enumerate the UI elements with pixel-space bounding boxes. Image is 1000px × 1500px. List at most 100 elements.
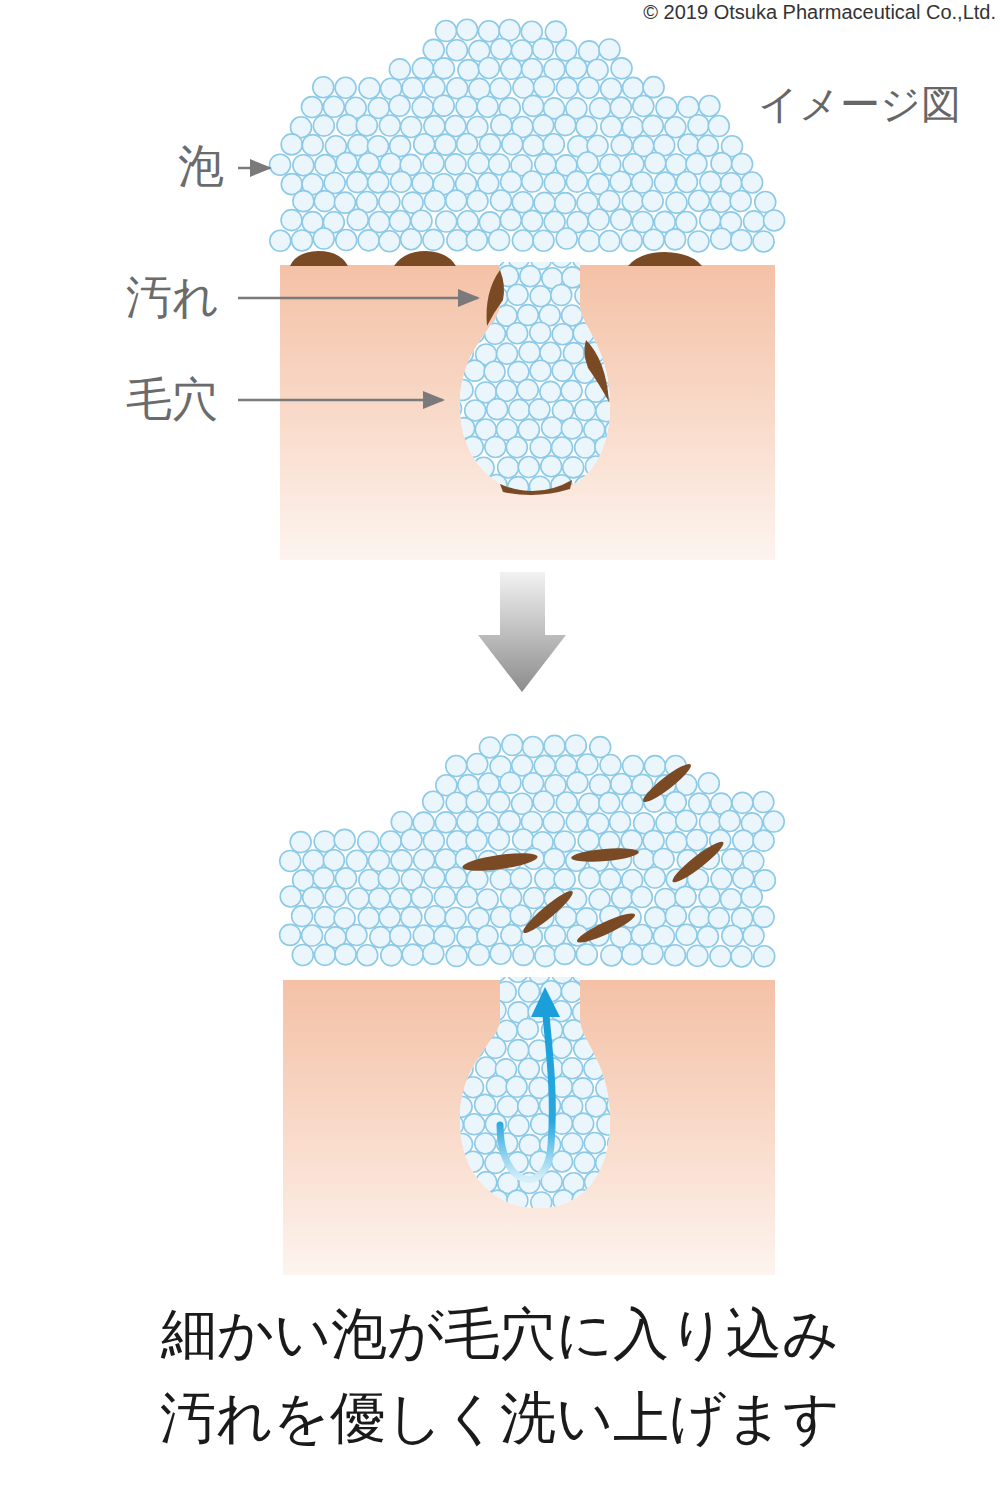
foam-bubble bbox=[554, 943, 575, 964]
foam-bubble bbox=[688, 115, 709, 136]
foam-bubble bbox=[293, 155, 314, 176]
foam-bubble bbox=[280, 886, 301, 907]
foam-bubble bbox=[452, 1172, 473, 1193]
foam-bubble bbox=[534, 192, 555, 213]
foam-bubble bbox=[497, 343, 518, 364]
foam-bubble bbox=[379, 231, 400, 252]
foam-bubble bbox=[675, 886, 696, 907]
foam-bubble bbox=[711, 228, 732, 249]
foam-bubble bbox=[475, 494, 496, 515]
foam-bubble bbox=[574, 1038, 595, 1059]
foam-bubble bbox=[643, 229, 664, 250]
foam-bubble bbox=[522, 210, 543, 231]
foam-bubble bbox=[477, 889, 498, 910]
caption: 細かい泡が毛穴に入り込み 汚れを優しく洗い上げます bbox=[147, 1292, 853, 1460]
foam-bubble bbox=[665, 229, 686, 250]
foam-bubble bbox=[496, 495, 517, 516]
foam-bubble bbox=[485, 436, 506, 457]
flow-arrowhead bbox=[531, 987, 560, 1017]
foam-bubble bbox=[631, 925, 652, 946]
foam-bubble bbox=[733, 868, 754, 889]
foam-bubble bbox=[623, 756, 644, 777]
foam-bubble bbox=[611, 135, 632, 156]
foam-bubble bbox=[575, 437, 596, 458]
foam-bubble bbox=[596, 476, 617, 497]
dirt-flake bbox=[571, 846, 640, 864]
foam-bubble bbox=[443, 476, 464, 497]
foam-bubble bbox=[462, 436, 483, 457]
foam-bubble bbox=[656, 812, 677, 833]
foam-bubble bbox=[379, 907, 400, 928]
foam-bubble bbox=[441, 1000, 462, 1021]
foam-bubble bbox=[446, 40, 467, 61]
foam-bubble bbox=[753, 792, 774, 813]
foam-bubble bbox=[517, 379, 538, 400]
foam-bubble bbox=[346, 925, 367, 946]
foam-bubble bbox=[551, 1037, 572, 1058]
foam-bubble bbox=[585, 266, 606, 287]
foam-bubble bbox=[389, 59, 410, 80]
foam-bubble bbox=[586, 304, 607, 325]
foam-bubble bbox=[608, 1132, 629, 1153]
foam-bubble bbox=[733, 830, 754, 851]
foam-bubble bbox=[280, 850, 301, 871]
foam-bubble bbox=[454, 458, 475, 479]
foam-bubble bbox=[484, 323, 505, 344]
foam-bubble bbox=[753, 906, 774, 927]
foam-bubble bbox=[463, 1037, 484, 1058]
foam-bubble bbox=[584, 1132, 605, 1153]
foam-bubble bbox=[676, 810, 697, 831]
foam-bubble bbox=[412, 173, 433, 194]
foam-bubble bbox=[435, 134, 456, 155]
foam-bubble bbox=[401, 907, 422, 928]
foam-bubble bbox=[490, 78, 511, 99]
foam-bubble bbox=[451, 1096, 472, 1117]
foam-bubble bbox=[358, 153, 379, 174]
foam-bubble bbox=[381, 945, 402, 966]
foam-bubble bbox=[742, 172, 763, 193]
foam-bubble bbox=[708, 116, 729, 137]
foam-bubble bbox=[610, 171, 631, 192]
dirt bbox=[290, 251, 348, 266]
foam-bubble bbox=[607, 1173, 628, 1194]
foam-bubble bbox=[605, 420, 626, 441]
foam-bubble bbox=[507, 1190, 528, 1211]
foam-bubble bbox=[301, 97, 322, 118]
foam-bubble bbox=[480, 134, 501, 155]
dirt bbox=[584, 340, 609, 402]
foam-bubble bbox=[754, 946, 775, 967]
foam-bubble bbox=[688, 190, 709, 211]
foam-bubble bbox=[556, 228, 577, 249]
foam-bubble bbox=[468, 153, 489, 174]
foam-bubble bbox=[452, 1058, 473, 1079]
foam-bubble bbox=[606, 1057, 627, 1078]
foam-bubble bbox=[491, 115, 512, 136]
foam-bubble bbox=[442, 1114, 463, 1135]
foam-bubble bbox=[520, 266, 541, 287]
foam-bubble bbox=[645, 907, 666, 928]
foam-bubble bbox=[678, 134, 699, 155]
foam-bubble bbox=[551, 247, 572, 268]
foam-bubble bbox=[599, 190, 620, 211]
foam-bubble bbox=[454, 418, 475, 439]
foam-bubble bbox=[601, 945, 622, 966]
foam-bubble bbox=[442, 1039, 463, 1060]
foam-bubble bbox=[608, 266, 629, 287]
foam-bubble bbox=[566, 811, 587, 832]
foam-bubble bbox=[490, 869, 511, 890]
foam-bubble bbox=[500, 209, 521, 230]
foam-bubble bbox=[359, 870, 380, 891]
foam-bubble bbox=[541, 456, 562, 477]
foam-bubble bbox=[325, 886, 346, 907]
foam-bubble bbox=[507, 323, 528, 344]
foam-bubble bbox=[562, 495, 583, 516]
foam-bubble bbox=[711, 868, 732, 889]
foam-bubble bbox=[290, 832, 311, 853]
foam-bubble bbox=[555, 193, 576, 214]
leader-line bbox=[238, 167, 270, 170]
foam-bubble bbox=[572, 1190, 593, 1211]
foam-bubble bbox=[535, 868, 556, 889]
foam-bubble bbox=[596, 1152, 617, 1173]
foam-bubble bbox=[553, 1190, 574, 1211]
foam-bubble bbox=[610, 811, 631, 832]
